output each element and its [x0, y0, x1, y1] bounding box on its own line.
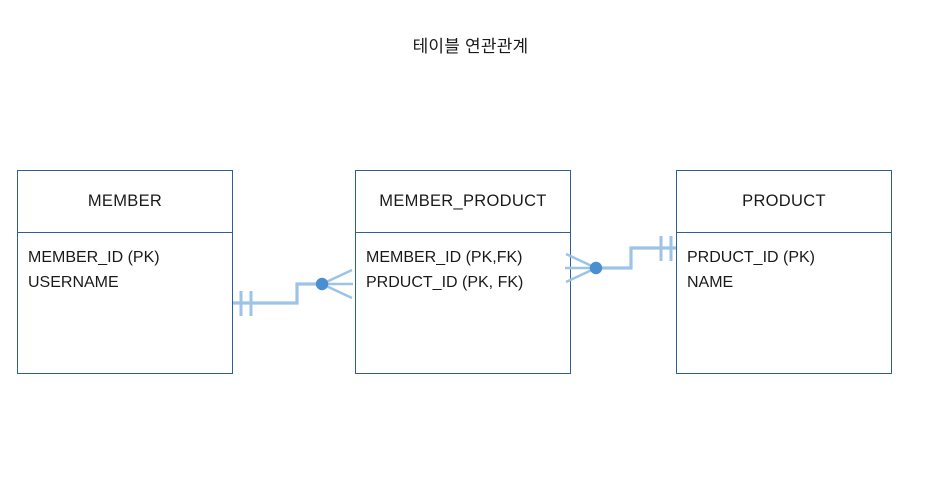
cardinality-one-and-only-one-icon — [659, 236, 673, 261]
connector-line — [233, 282, 322, 305]
entity-member[interactable]: MEMBER MEMBER_ID (PK) USERNAME — [17, 170, 233, 374]
attribute-row: PRDUCT_ID (PK) — [687, 249, 816, 266]
relationship-member-product-to-product[interactable] — [565, 236, 676, 284]
entity-member-name: MEMBER — [87, 192, 163, 210]
entity-product-header: PRODUCT — [677, 171, 891, 233]
attribute-row: MEMBER_ID (PK,FK) — [366, 249, 523, 266]
attribute-row: PRDUCT_ID (PK, FK) — [366, 274, 524, 291]
entity-product[interactable]: PRODUCT PRDUCT_ID (PK) NAME — [676, 170, 892, 374]
cardinality-many-crowsfoot-icon — [321, 268, 353, 300]
connector-endpoint-dot — [589, 261, 603, 275]
relationship-member-to-member-product[interactable] — [233, 268, 353, 316]
attribute-row: NAME — [687, 274, 734, 291]
entity-product-name: PRODUCT — [742, 192, 826, 210]
attribute-row: MEMBER_ID (PK) — [28, 249, 160, 266]
entity-member-product-attributes: MEMBER_ID (PK,FK) PRDUCT_ID (PK, FK) — [356, 233, 570, 295]
entity-member-product-header: MEMBER_PRODUCT — [356, 171, 570, 233]
connector-endpoint-dot — [315, 277, 329, 291]
connector-line — [596, 246, 676, 270]
entity-member-product[interactable]: MEMBER_PRODUCT MEMBER_ID (PK,FK) PRDUCT_… — [355, 170, 571, 374]
entity-member-attributes: MEMBER_ID (PK) USERNAME — [18, 233, 232, 295]
cardinality-one-and-only-one-icon — [239, 291, 253, 316]
entity-member-product-name: MEMBER_PRODUCT — [379, 192, 547, 210]
page-title: 테이블 연관관계 — [412, 37, 529, 56]
attribute-row: USERNAME — [28, 274, 119, 291]
entity-product-attributes: PRDUCT_ID (PK) NAME — [677, 233, 891, 295]
entity-member-header: MEMBER — [18, 171, 232, 233]
